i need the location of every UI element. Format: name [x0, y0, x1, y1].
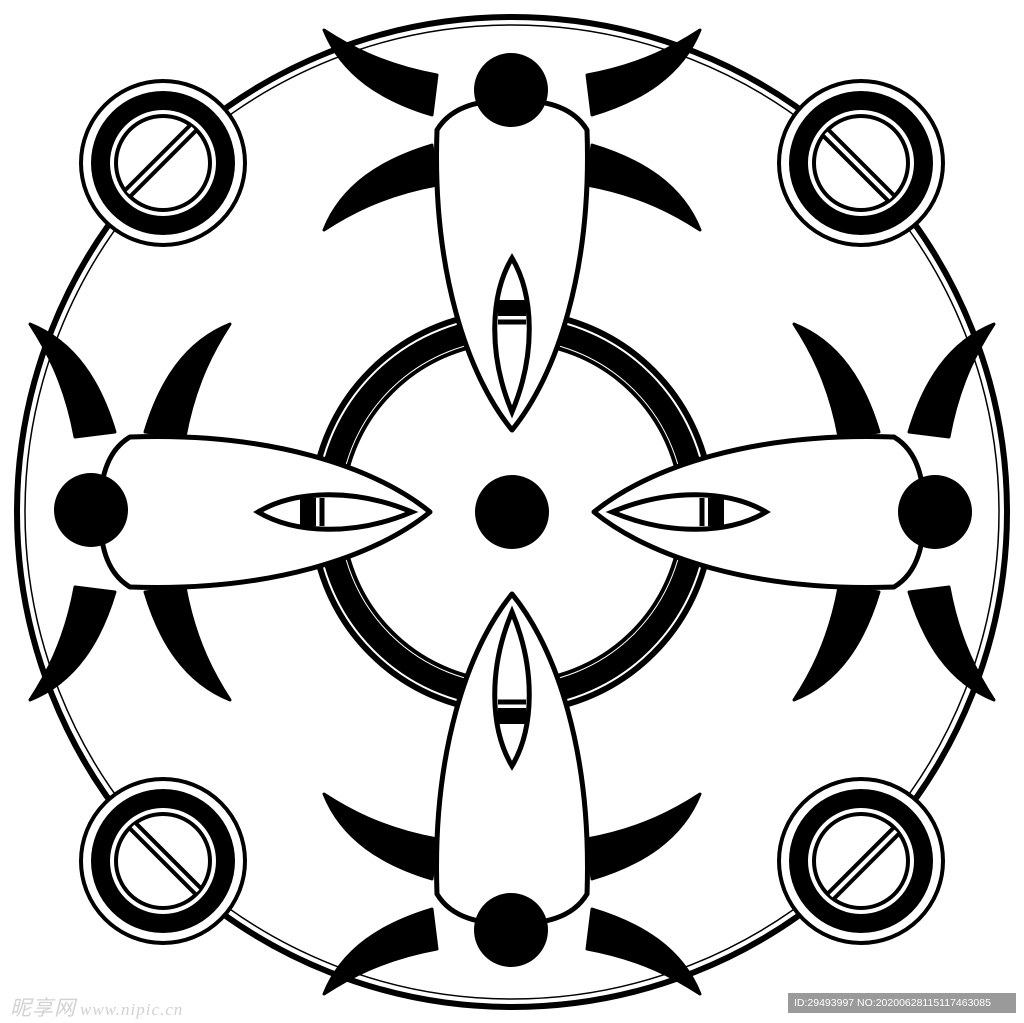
watermark-brand-name: 昵享网: [10, 996, 76, 1020]
dot-top: [474, 53, 548, 127]
dot-left: [54, 473, 128, 547]
screw-ring-top-left: [81, 81, 245, 245]
screw-ring-top-right: [779, 81, 943, 245]
watermark-url: www.nipic.cn: [80, 1000, 184, 1019]
screw-ring-bottom-right: [779, 779, 943, 943]
screw-ring-bottom-left: [81, 779, 245, 943]
dot-bottom: [474, 893, 548, 967]
watermark-id-badge: ID:29493997 NO:20200628115117463085: [788, 993, 1016, 1013]
dot-right: [898, 475, 972, 549]
watermark-id-text: ID:29493997 NO:20200628115117463085: [794, 997, 991, 1009]
dot-center: [475, 475, 549, 549]
